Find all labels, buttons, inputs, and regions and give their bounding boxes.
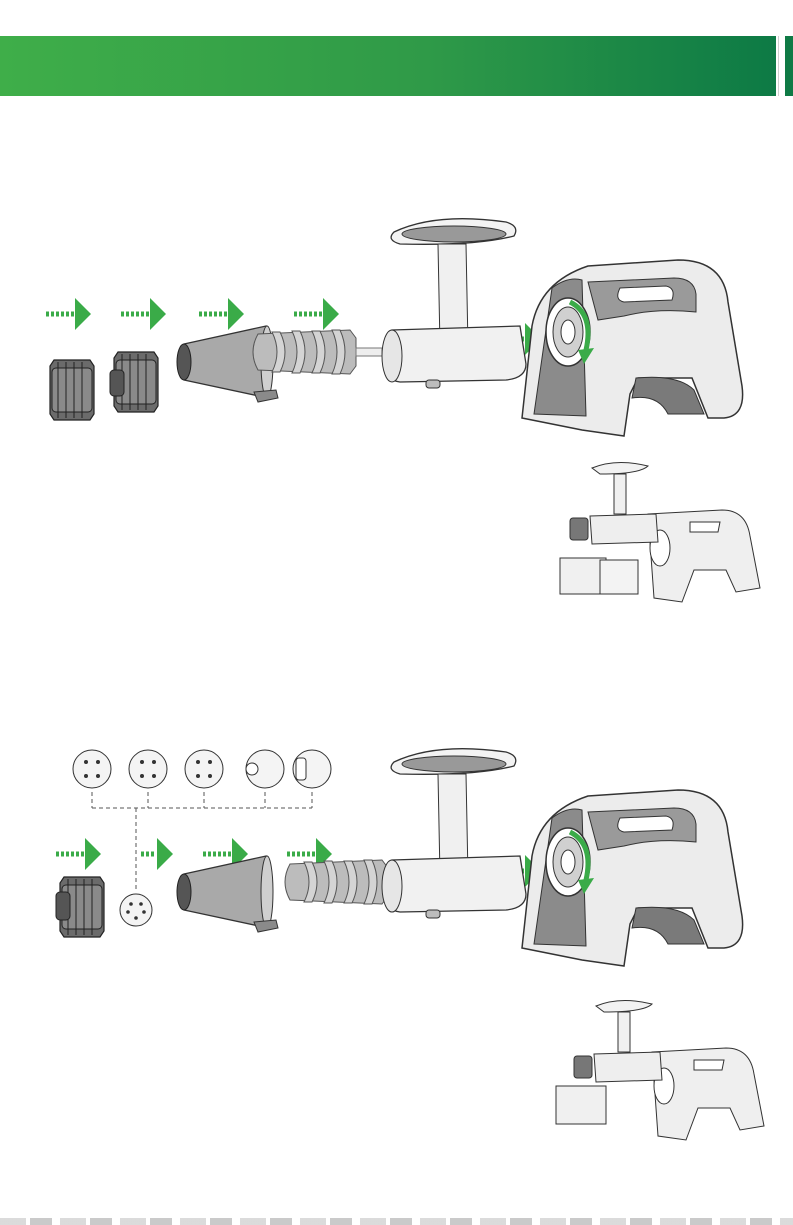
nozzle-part [120, 894, 152, 926]
footer-rule [0, 1218, 793, 1225]
nozzle-option-3 [185, 750, 223, 788]
nozzle-option-1 [73, 750, 111, 788]
green-right-arrow-icon [121, 298, 166, 330]
assembled-juicer-thumbnail [560, 462, 760, 602]
assembled-juicer-thumbnail [556, 1000, 764, 1140]
nozzle-cap-part [56, 877, 104, 937]
green-right-arrow-icon [46, 298, 91, 330]
nozzle-option-5 [293, 750, 331, 788]
green-right-arrow-icon [199, 298, 244, 330]
motor-base-part [522, 260, 743, 436]
homogenizing-cone-part [177, 856, 278, 932]
green-right-arrow-icon [56, 838, 101, 870]
end-cap-part [50, 360, 94, 420]
green-right-arrow-icon [294, 298, 339, 330]
section-nozzle-assembly [56, 749, 764, 1140]
juicing-drum-part [382, 749, 526, 918]
juicing-cap-part [110, 352, 158, 412]
juicing-drum-part [382, 219, 526, 388]
motor-base-part [522, 790, 743, 966]
nozzle-option-4 [246, 750, 284, 788]
section-juicing-assembly [46, 219, 760, 602]
green-right-arrow-icon [141, 838, 173, 870]
nozzle-option-2 [129, 750, 167, 788]
auger-part [253, 330, 382, 374]
